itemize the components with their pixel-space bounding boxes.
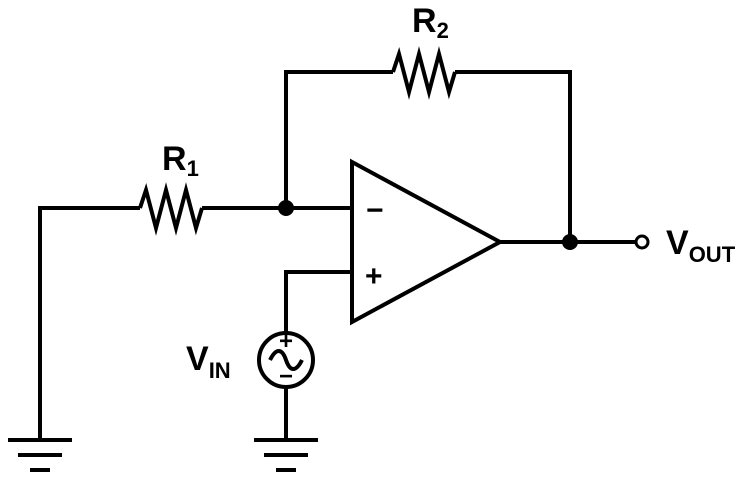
label-r1-main: R (162, 140, 187, 178)
junction-output-node (562, 234, 578, 250)
right-ground-icon (254, 438, 318, 472)
label-vin-sub: IN (209, 358, 231, 383)
opamp-triangle (350, 158, 505, 326)
label-r1: R1 (162, 140, 199, 181)
source-sine-icon (268, 349, 304, 371)
label-r1-sub: 1 (187, 156, 199, 181)
noninverting-input-wire (284, 270, 352, 333)
label-vin: VIN (186, 340, 231, 383)
label-vin-main: V (186, 340, 209, 378)
feedback-wire (284, 70, 393, 208)
feedback-wire-right (455, 70, 572, 242)
resistor-r1 (138, 182, 204, 236)
label-r2-sub: 2 (437, 18, 449, 43)
label-vout-sub: OUT (689, 242, 736, 267)
left-ground-wire (38, 206, 140, 440)
junction-inverting-node (278, 200, 294, 216)
label-vout-main: V (666, 224, 689, 262)
opamp-inverting-sign: − (366, 194, 384, 227)
output-terminal (634, 234, 650, 250)
left-ground-icon (8, 438, 72, 472)
label-r2-main: R (412, 2, 437, 40)
resistor-r2 (391, 46, 457, 100)
label-r2: R2 (412, 2, 449, 43)
opamp-noninverting-sign: + (365, 260, 383, 293)
source-plus-sign: + (279, 328, 293, 355)
source-minus-sign: − (279, 363, 293, 390)
label-vout: VOUT (666, 224, 736, 267)
